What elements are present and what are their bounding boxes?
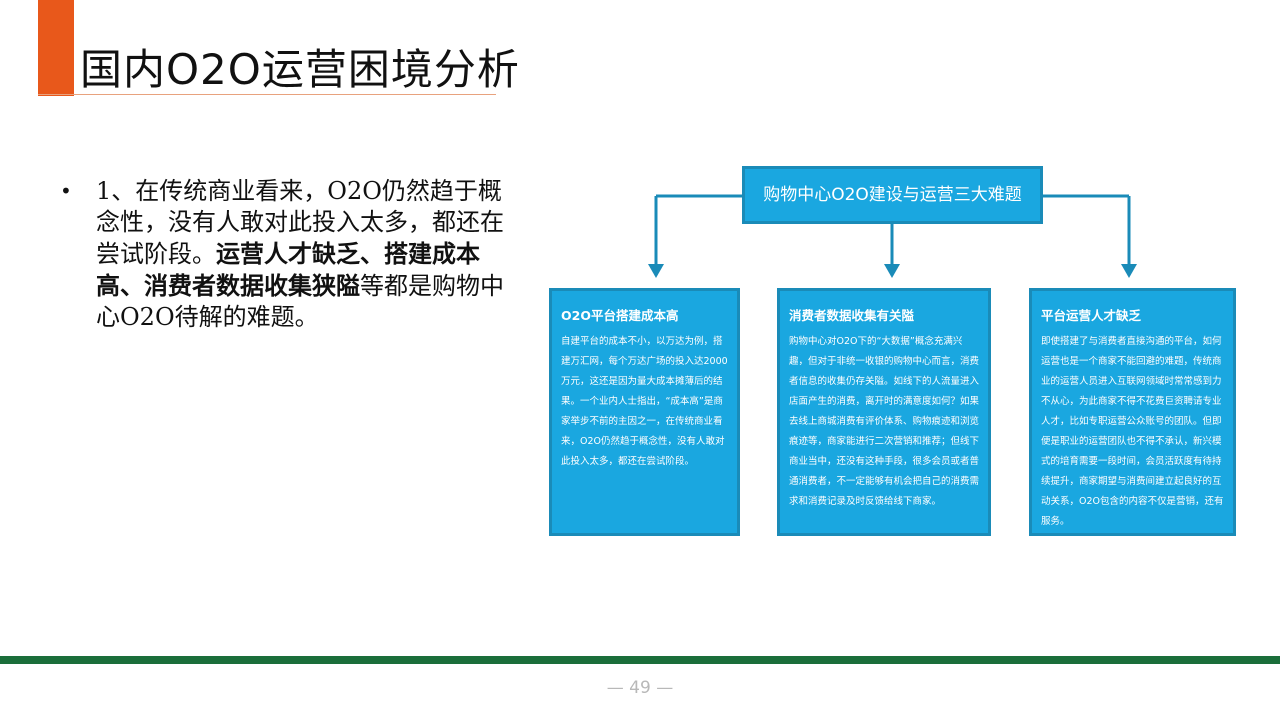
arrowhead-left xyxy=(648,264,664,278)
card-title: 消费者数据收集有关隘 xyxy=(789,308,915,323)
card-title: O2O平台搭建成本高 xyxy=(561,308,679,323)
card-title: 平台运营人才缺乏 xyxy=(1041,308,1142,323)
diagram-center-box: 购物中心O2O建设与运营三大难题 xyxy=(742,166,1043,224)
card-body: 自建平台的成本不小，以万达为例，搭建万汇网，每个万达广场的投入达2000万元，这… xyxy=(561,336,728,467)
arrowhead-center xyxy=(884,264,900,278)
footer-band xyxy=(0,656,1280,664)
bullet-text-intro: 1、在传统商业看来，O2O仍然趋于概念性，没有人敢对此投入太多，都还在尝试阶段。 xyxy=(96,177,504,268)
card-body: 即使搭建了与消费者直接沟通的平台，如何运营也是一个商家不能回避的难题，传统商业的… xyxy=(1041,336,1224,527)
bullet-text-outro: 等都是购物中心O2O待解的难题。 xyxy=(96,272,504,331)
problem-card-data: 消费者数据收集有关隘 购物中心对O2O下的“大数据”概念充满兴趣，但对于非统一收… xyxy=(777,288,991,536)
title-accent-bar xyxy=(38,0,74,96)
bullet-text: 1、在传统商业看来，O2O仍然趋于概念性，没有人敢对此投入太多，都还在尝试阶段。… xyxy=(96,176,516,333)
arrowhead-right xyxy=(1121,264,1137,278)
problem-card-cost: O2O平台搭建成本高 自建平台的成本不小，以万达为例，搭建万汇网，每个万达广场的… xyxy=(549,288,740,536)
page-number: — 49 — xyxy=(606,678,674,698)
problem-card-talent: 平台运营人才缺乏 即使搭建了与消费者直接沟通的平台，如何运营也是一个商家不能回避… xyxy=(1029,288,1236,536)
bullet-text-emphasis: 运营人才缺乏、搭建成本高、消费者数据收集狭隘 xyxy=(96,239,480,300)
slide-title: 国内O2O运营困境分析 xyxy=(80,45,520,94)
title-underline xyxy=(38,94,496,95)
bullet-marker: • xyxy=(60,179,72,203)
card-body: 购物中心对O2O下的“大数据”概念充满兴趣，但对于非统一收银的购物中心而言，消费… xyxy=(789,336,980,507)
